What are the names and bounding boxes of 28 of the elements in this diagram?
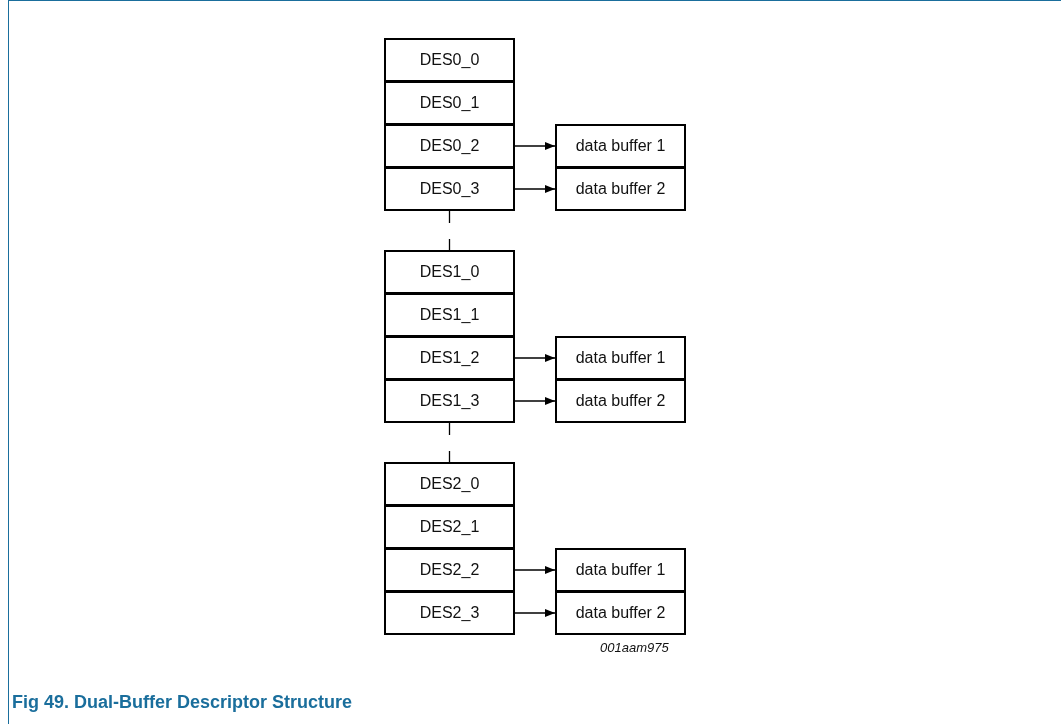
data-buffer-box: data buffer 2: [555, 591, 686, 635]
arrow: [514, 354, 556, 362]
descriptor-word-box: DES2_3: [384, 591, 515, 635]
descriptor-word-box: DES2_2: [384, 548, 515, 592]
descriptor-word-box: DES0_3: [384, 167, 515, 211]
arrow: [514, 397, 556, 405]
descriptor-word-box: DES0_0: [384, 38, 515, 82]
descriptor-word-box: DES1_0: [384, 250, 515, 294]
descriptor-word-box: DES1_2: [384, 336, 515, 380]
descriptor-word-box: DES2_1: [384, 505, 515, 549]
descriptor-word-box: DES1_1: [384, 293, 515, 337]
dashed-connector: [448, 210, 451, 251]
descriptor-word-box: DES0_2: [384, 124, 515, 168]
data-buffer-box: data buffer 2: [555, 379, 686, 423]
figure-caption: Fig 49. Dual-Buffer Descriptor Structure: [12, 692, 353, 713]
descriptor-word-box: DES2_0: [384, 462, 515, 506]
arrow: [514, 142, 556, 150]
data-buffer-box: data buffer 1: [555, 548, 686, 592]
data-buffer-box: data buffer 1: [555, 124, 686, 168]
dashed-connector: [448, 422, 451, 463]
arrow: [514, 566, 556, 574]
arrow: [514, 609, 556, 617]
descriptor-word-box: DES1_3: [384, 379, 515, 423]
data-buffer-box: data buffer 1: [555, 336, 686, 380]
data-buffer-box: data buffer 2: [555, 167, 686, 211]
arrow: [514, 185, 556, 193]
descriptor-word-box: DES0_1: [384, 81, 515, 125]
figure-id-label: 001aam975: [600, 640, 669, 655]
